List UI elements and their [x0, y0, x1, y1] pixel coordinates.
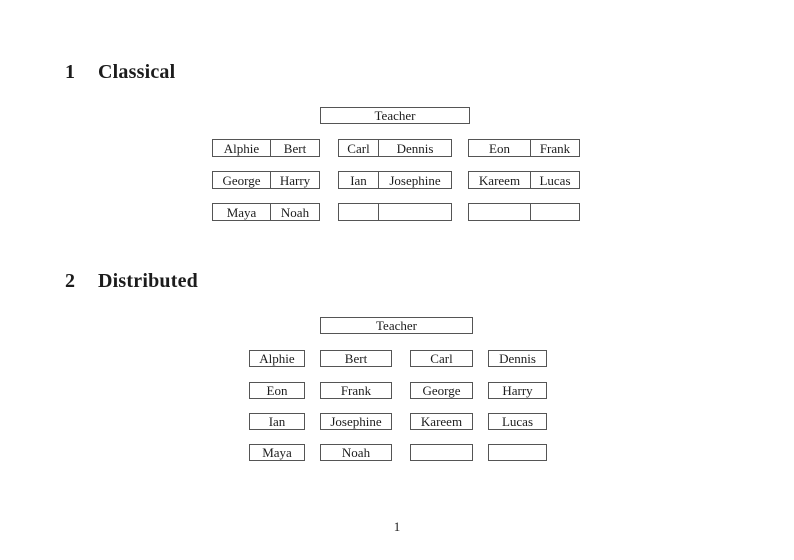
section-title: Distributed — [98, 270, 198, 292]
desk — [468, 203, 580, 221]
desk: Maya Noah — [212, 203, 320, 221]
desk-seat: Carl — [339, 140, 379, 156]
desk: Carl — [410, 350, 473, 367]
desk-empty — [410, 444, 473, 461]
desk: George — [410, 382, 473, 399]
teacher-box: Teacher — [320, 317, 473, 334]
desk: Lucas — [488, 413, 547, 430]
desk-seat: Eon — [469, 140, 531, 156]
desk: Bert — [320, 350, 392, 367]
desk-seat: Dennis — [396, 140, 434, 156]
desk-seat: Lucas — [539, 172, 571, 188]
desk: Dennis — [488, 350, 547, 367]
desk: Ian — [249, 413, 305, 430]
desk: Kareem Lucas — [468, 171, 580, 189]
desk-empty — [488, 444, 547, 461]
desk-seat: George — [213, 172, 271, 188]
section-number: 1 — [65, 61, 76, 83]
desk: Eon — [249, 382, 305, 399]
desk-seat: Bert — [283, 140, 307, 156]
desk-seat-empty — [339, 204, 379, 220]
section-title: Classical — [98, 61, 176, 83]
desk: Harry — [488, 382, 547, 399]
desk-seat: Harry — [279, 172, 311, 188]
desk-seat: Alphie — [213, 140, 271, 156]
section-heading-distributed: 2 Distributed — [65, 271, 198, 291]
desk: Carl Dennis — [338, 139, 452, 157]
page-number: 1 — [393, 519, 401, 534]
desk: Noah — [320, 444, 392, 461]
desk-seat: Ian — [339, 172, 379, 188]
teacher-box: Teacher — [320, 107, 470, 124]
desk: Maya — [249, 444, 305, 461]
desk: Josephine — [320, 413, 392, 430]
desk — [338, 203, 452, 221]
desk-seat-empty — [379, 204, 451, 220]
desk: Frank — [320, 382, 392, 399]
desk: George Harry — [212, 171, 320, 189]
desk: Ian Josephine — [338, 171, 452, 189]
desk-seat: Maya — [213, 204, 271, 220]
section-number: 2 — [65, 270, 76, 292]
desk-seat: Kareem — [469, 172, 531, 188]
desk-seat: Noah — [280, 204, 310, 220]
section-heading-classical: 1 Classical — [65, 62, 175, 82]
desk-seat-empty — [531, 204, 579, 220]
desk: Eon Frank — [468, 139, 580, 157]
desk-seat-empty — [469, 204, 531, 220]
desk: Alphie — [249, 350, 305, 367]
desk: Kareem — [410, 413, 473, 430]
desk-seat: Frank — [539, 140, 571, 156]
desk-seat: Josephine — [389, 172, 441, 188]
desk: Alphie Bert — [212, 139, 320, 157]
